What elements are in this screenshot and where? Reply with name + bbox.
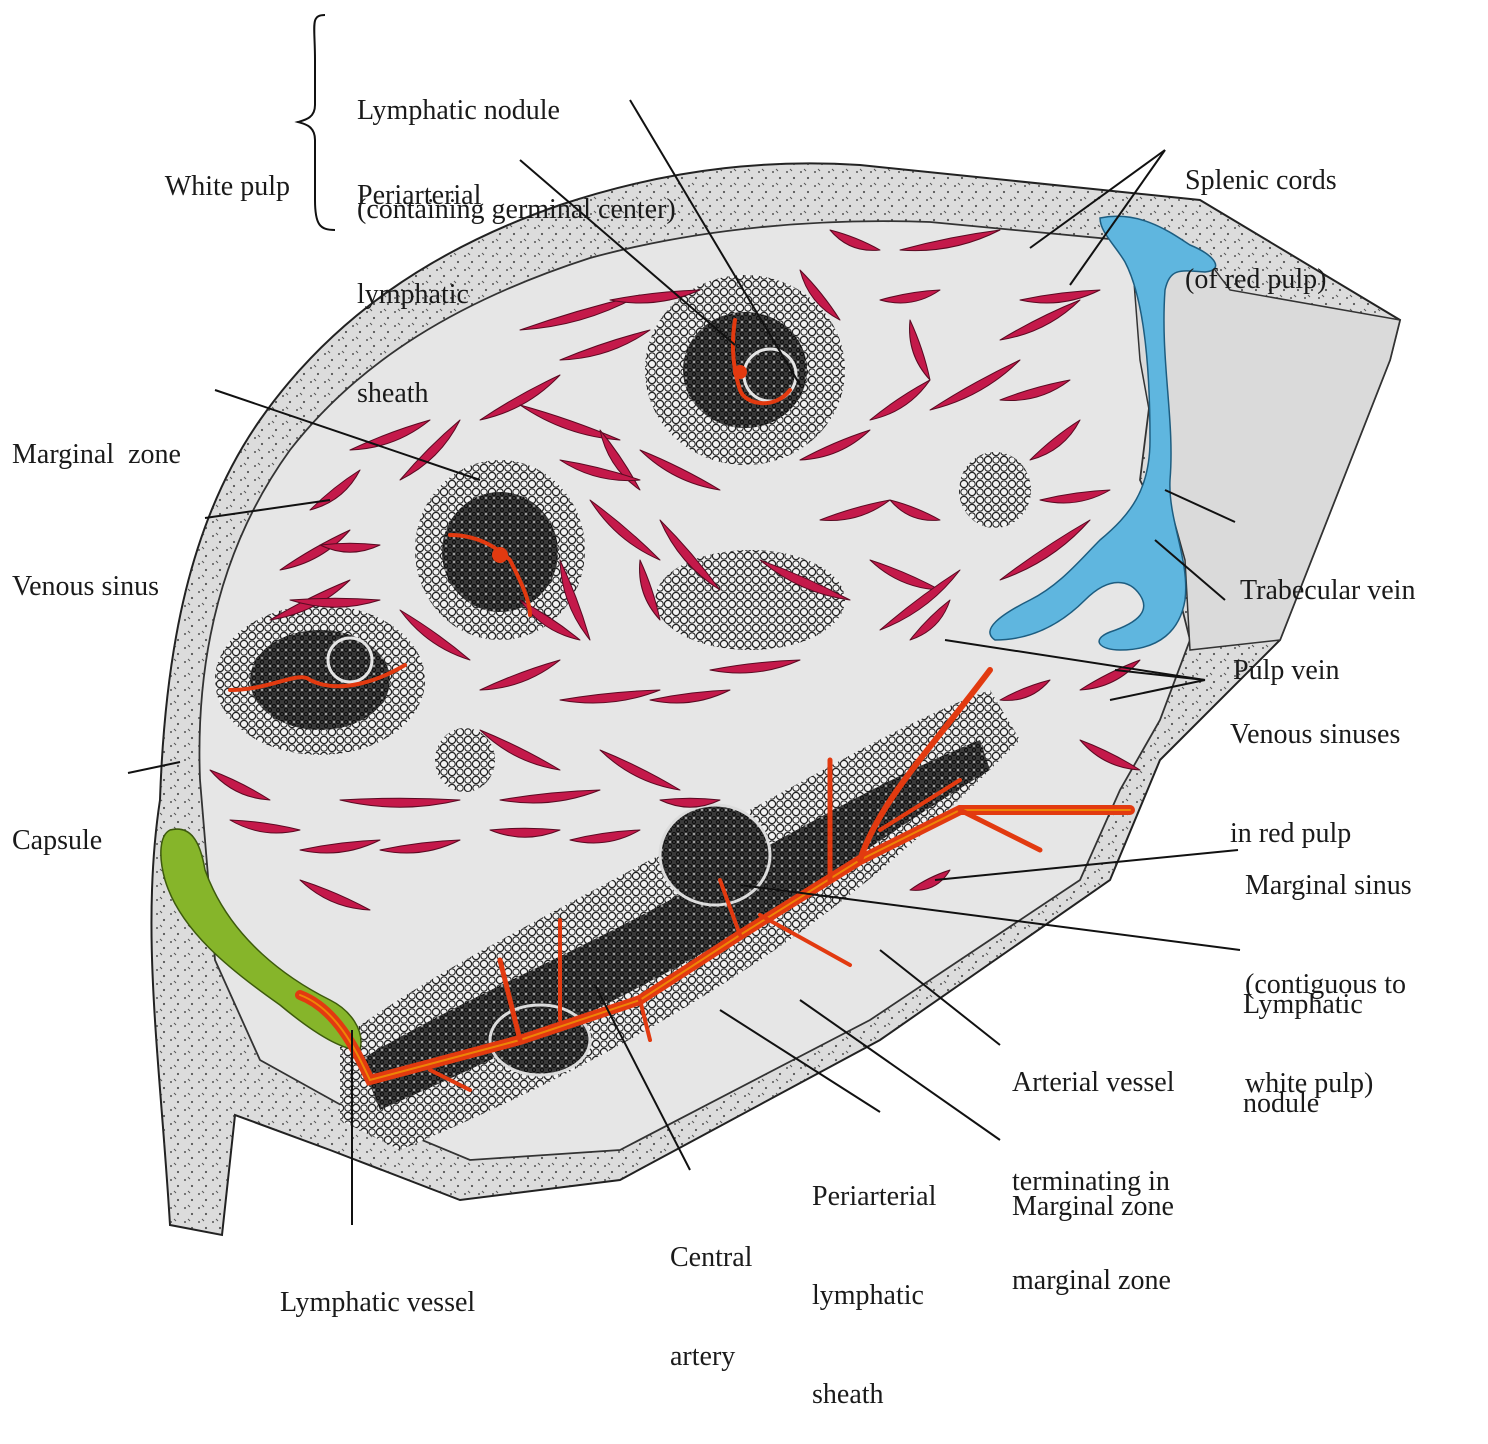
label-marginal-zone-bottom: Marginal zone bbox=[1012, 1124, 1174, 1256]
label-white-pulp: White pulp bbox=[100, 104, 290, 236]
spleen-diagram: White pulp Lymphatic nodule (containing … bbox=[0, 0, 1488, 1260]
label-capsule: Capsule bbox=[12, 758, 102, 890]
label-venous-sinus: Venous sinus bbox=[12, 504, 159, 636]
label-lymphatic-nodule-right: Lymphatic nodule bbox=[1243, 922, 1363, 1153]
label-periarterial-sheath-top: Periarterial lymphatic sheath bbox=[357, 113, 481, 443]
label-marginal-zone-left: Marginal zone bbox=[12, 372, 181, 504]
label-central-artery: Central artery bbox=[670, 1175, 752, 1406]
label-lymphatic-vessel: Lymphatic vessel bbox=[280, 1220, 475, 1352]
label-periarterial-sheath-bottom: Periarterial lymphatic sheath bbox=[812, 1114, 936, 1444]
label-splenic-cords: Splenic cords (of red pulp) bbox=[1185, 98, 1337, 329]
